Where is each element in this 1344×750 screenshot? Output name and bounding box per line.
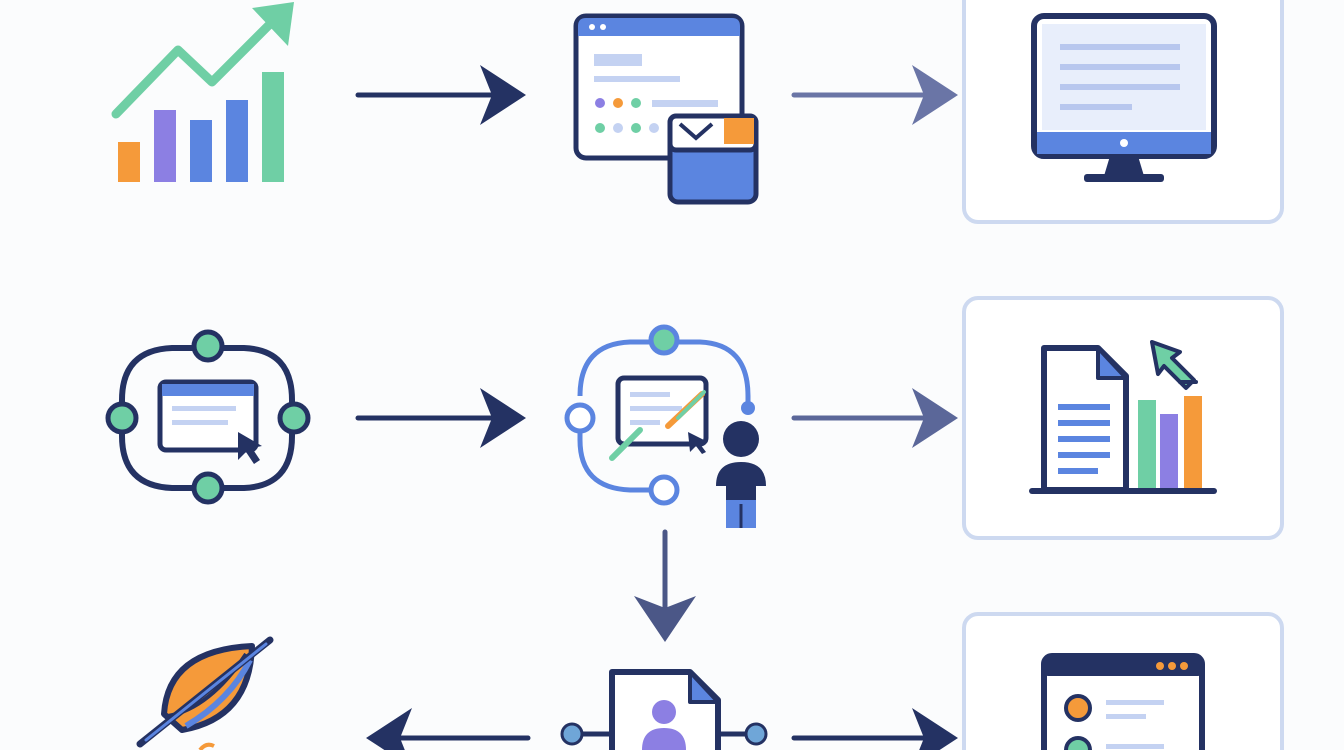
profile-document-icon [560,669,768,750]
report-chart-icon [1029,340,1217,494]
rocket-icon [136,636,274,750]
edge-network-screen-to-network-user [355,388,526,448]
report-chart-node [962,296,1284,540]
monitor-icon [1031,13,1217,182]
network-user-icon [564,324,766,528]
browser-list-icon [1041,653,1205,750]
network-screen-icon [105,329,311,505]
edge-profile-document-to-browser-list [791,708,958,750]
growth-chart-icon [111,2,294,182]
monitor-node [962,0,1284,224]
edge-browser-email-to-monitor [791,65,958,125]
edge-network-user-to-profile-document [634,529,696,642]
browser-list-node [962,612,1284,750]
edge-growth-chart-to-browser-email [355,65,526,125]
edge-profile-document-to-rocket [366,708,531,750]
browser-email-icon [573,13,759,205]
edge-network-user-to-report-chart [791,388,958,448]
